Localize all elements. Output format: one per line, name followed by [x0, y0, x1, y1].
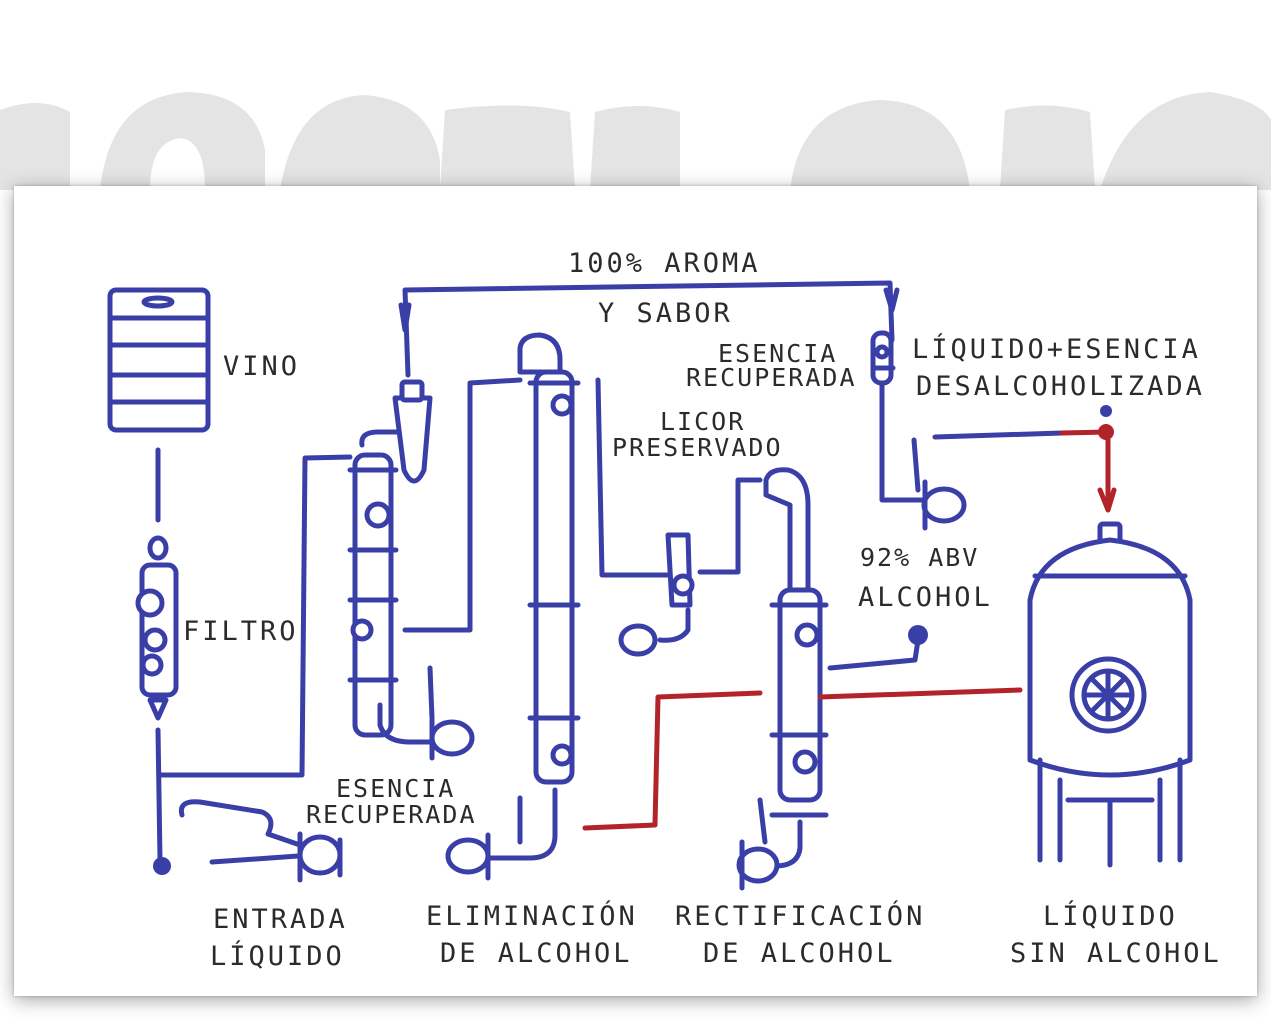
abv-node — [908, 625, 928, 645]
alcohol-rectification-column-icon — [736, 467, 829, 891]
preserved-liquor-tap-icon — [618, 532, 695, 657]
label-sin-alcohol-1: LÍQUIDO — [1043, 900, 1178, 932]
inlet-pump-icon — [178, 799, 343, 883]
non-alcoholic-tank-icon — [1027, 521, 1193, 868]
label-rectificacion-2: DE ALCOHOL — [703, 938, 896, 969]
label-esencia-top-2: RECUPERADA — [686, 363, 857, 392]
label-abv-2: ALCOHOL — [858, 582, 993, 613]
label-sin-alcohol-2: SIN ALCOHOL — [1010, 938, 1222, 969]
feed-pipe — [157, 454, 353, 778]
label-licor-2: PRESERVADO — [612, 433, 783, 462]
recovered-essence-vessel-icon — [870, 330, 967, 531]
label-liquido-esencia-1: LÍQUIDO+ESENCIA — [912, 333, 1201, 365]
label-liquido-esencia-2: DESALCOHOLIZADA — [916, 371, 1205, 402]
label-vino: VINO — [223, 351, 300, 382]
label-eliminacion-1: ELIMINACIÓN — [426, 900, 638, 932]
label-esencia-bottom-1: ESENCIA — [336, 774, 455, 803]
label-eliminacion-2: DE ALCOHOL — [440, 938, 633, 969]
label-rectificacion-1: RECTIFICACIÓN — [675, 900, 925, 932]
label-abv-1: 92% ABV — [860, 543, 979, 572]
dealcoholized-return-pipe — [582, 690, 763, 831]
label-entrada-1: ENTRADA — [213, 904, 348, 935]
essence-recovery-column-icon — [347, 379, 475, 761]
label-filtro: FILTRO — [183, 616, 299, 647]
label-aroma-1: 100% AROMA — [568, 248, 761, 279]
label-entrada-2: LÍQUIDO — [210, 940, 345, 972]
alcohol-elimination-column-icon — [445, 332, 581, 881]
label-licor-1: LICOR — [660, 407, 745, 436]
filter-icon — [135, 535, 179, 721]
inlet-node — [153, 857, 171, 875]
wine-barrel-icon — [107, 287, 211, 433]
label-esencia-bottom-2: RECUPERADA — [306, 800, 477, 829]
label-aroma-2: Y SABOR — [598, 298, 733, 329]
label-esencia-top-1: ESENCIA — [718, 339, 837, 368]
